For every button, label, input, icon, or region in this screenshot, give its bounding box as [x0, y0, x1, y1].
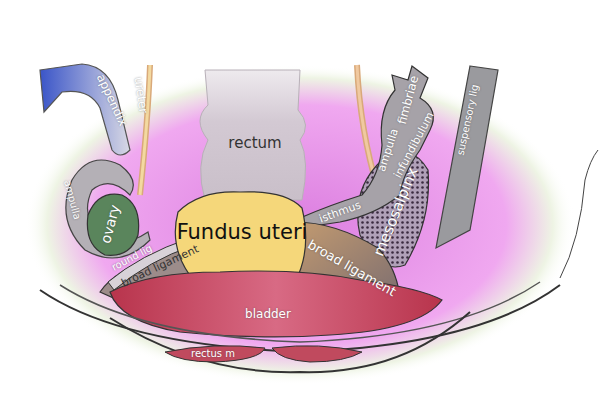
part-label: Fundus uteri: [177, 222, 308, 243]
part-label: bladder: [245, 308, 291, 320]
part-label: rectum: [228, 136, 281, 151]
part-label: rectus m: [191, 349, 235, 359]
